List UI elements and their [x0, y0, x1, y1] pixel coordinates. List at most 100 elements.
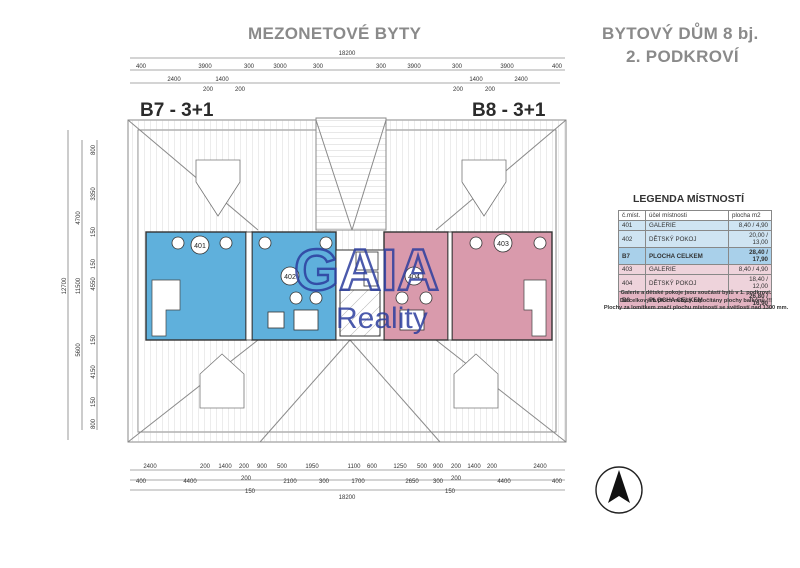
top-dimension-values: 18200 400 3900 300 3000 300 300 3900 300…	[136, 51, 563, 93]
dim-top-1: 400	[136, 64, 147, 70]
dim-bot-1: 2400	[143, 464, 157, 470]
dim-bot-3: 1400	[218, 464, 232, 470]
dim-bot-16: 2400	[533, 464, 547, 470]
dim-top-r3: 200	[453, 87, 464, 93]
legend-cell-area: 26,80 / 16,90	[728, 291, 772, 309]
dim-top-8: 300	[452, 64, 463, 70]
legend-note-line-3: Plochy za lomítkem značí plochu místnost…	[603, 305, 789, 311]
dim-top-l4: 200	[235, 87, 246, 93]
room-number-402: 402	[284, 274, 296, 281]
legend-header-row: č.míst. účel místnosti plocha m2	[618, 210, 772, 221]
north-arrow-icon	[595, 466, 643, 514]
room-number-markers	[190, 233, 513, 286]
dim-bot2-4: 2100	[283, 479, 297, 485]
dim-top-6: 300	[376, 64, 387, 70]
legend-cell-id: 403	[618, 264, 646, 275]
dim-bot2-1: 400	[136, 479, 147, 485]
dim-top-r4: 200	[485, 87, 496, 93]
dim-left-10: 150	[91, 396, 97, 407]
dim-top-3: 300	[244, 64, 255, 70]
dim-top-l3: 200	[203, 87, 214, 93]
dim-left-8: 150	[91, 334, 97, 345]
dim-left-6: 4550	[91, 277, 97, 291]
plan-title: MEZONETOVÉ BYTY	[248, 24, 422, 43]
legend-cell-id: 401	[618, 220, 646, 231]
dim-bot-15: 200	[487, 464, 498, 470]
dim-top-l2: 1400	[215, 77, 229, 83]
legend-cell-area: 8,40 / 4,90	[728, 220, 772, 231]
dim-bot-5: 900	[257, 464, 268, 470]
legend-note: Galerie a dětské pokoje jsou součástí by…	[598, 290, 794, 313]
dim-bot2-6: 1700	[351, 479, 365, 485]
dim-top-total: 18200	[339, 51, 356, 57]
dim-top-r2: 2400	[514, 77, 528, 83]
dormers	[195, 159, 507, 409]
dim-bot-14: 1400	[467, 464, 481, 470]
dim-top-10: 400	[552, 64, 563, 70]
unit-label-b7: B7 - 3+1	[140, 100, 214, 121]
dim-left-7: 5600	[76, 343, 82, 357]
dim-bot-7: 1950	[305, 464, 319, 470]
legend-cell-area: 8,40 / 4,90	[728, 264, 772, 275]
dim-bot3-1: 150	[245, 489, 256, 495]
watermark-logo: GAIA Reality	[293, 237, 440, 335]
dim-left-2: 3350	[91, 187, 97, 201]
dim-bot-10: 1250	[393, 464, 407, 470]
dim-left-4: 150	[91, 226, 97, 237]
dim-bot2-9: 200	[451, 476, 462, 482]
dim-bot-11: 500	[417, 464, 428, 470]
dim-top-r1: 1400	[469, 77, 483, 83]
watermark-sub: Reality	[336, 302, 428, 335]
dim-bot2-7: 2650	[405, 479, 419, 485]
room-number-401: 401	[194, 243, 206, 250]
bottom-dimension-values: 2400 200 1400 200 900 500 1950 1100 600 …	[136, 464, 563, 501]
building-title: BYTOVÝ DŮM 8 bj.	[602, 24, 759, 43]
legend-cell-name: DĚTSKÝ POKOJ	[645, 274, 729, 292]
dim-bot-8: 1100	[348, 464, 362, 470]
legend-cell-name: GALERIE	[645, 220, 729, 231]
legend-header-area: plocha m2	[728, 210, 772, 221]
legend-cell-id: B7	[618, 247, 646, 265]
legend-cell-id: 402	[618, 230, 646, 248]
dim-bot2-5: 300	[319, 479, 330, 485]
gallery-stairs	[151, 279, 547, 337]
dim-top-l1: 2400	[167, 77, 181, 83]
dim-bot2-11: 400	[552, 479, 563, 485]
bottom-dimension-lines	[130, 469, 565, 491]
dim-left-total: 12700	[62, 277, 68, 294]
left-dimension-lines	[67, 130, 98, 440]
unit-label-b8: B8 - 3+1	[472, 100, 546, 121]
legend-note-line-1: Galerie a dětské pokoje jsou součástí by…	[620, 290, 772, 296]
dim-top-4: 3000	[273, 64, 287, 70]
room-marker-401	[190, 235, 210, 255]
dim-bot-9: 600	[367, 464, 378, 470]
legend-cell-name: PLOCHA CELKEM	[645, 247, 729, 265]
dim-left-3: 4700	[76, 211, 82, 225]
room-number-404: 404	[408, 274, 420, 281]
legend-cell-area: 20,00 / 13,00	[728, 230, 772, 248]
room-marker-404	[404, 266, 424, 286]
left-dimension-values: 12700 11500 800 3350 4700 150 150 4550 5…	[62, 144, 97, 429]
dim-bot-13: 200	[451, 464, 462, 470]
room-marker-403	[493, 233, 513, 253]
dim-bot-4: 200	[239, 464, 250, 470]
dim-bot-12: 900	[433, 464, 444, 470]
legend-note-line-2: Do celkových ploch nebyly započítány plo…	[620, 297, 772, 304]
legend-title: LEGENDA MÍSTNOSTÍ	[633, 193, 745, 205]
dim-left-11: 800	[91, 418, 97, 429]
floor-title: 2. PODKROVÍ	[626, 47, 739, 66]
dim-left-5: 150	[91, 258, 97, 269]
dim-bot2-3: 200	[241, 476, 252, 482]
dim-top-5: 300	[313, 64, 324, 70]
dim-bot-6: 500	[277, 464, 288, 470]
legend-cell-name: GALERIE	[645, 264, 729, 275]
room-number-403: 403	[497, 241, 509, 248]
